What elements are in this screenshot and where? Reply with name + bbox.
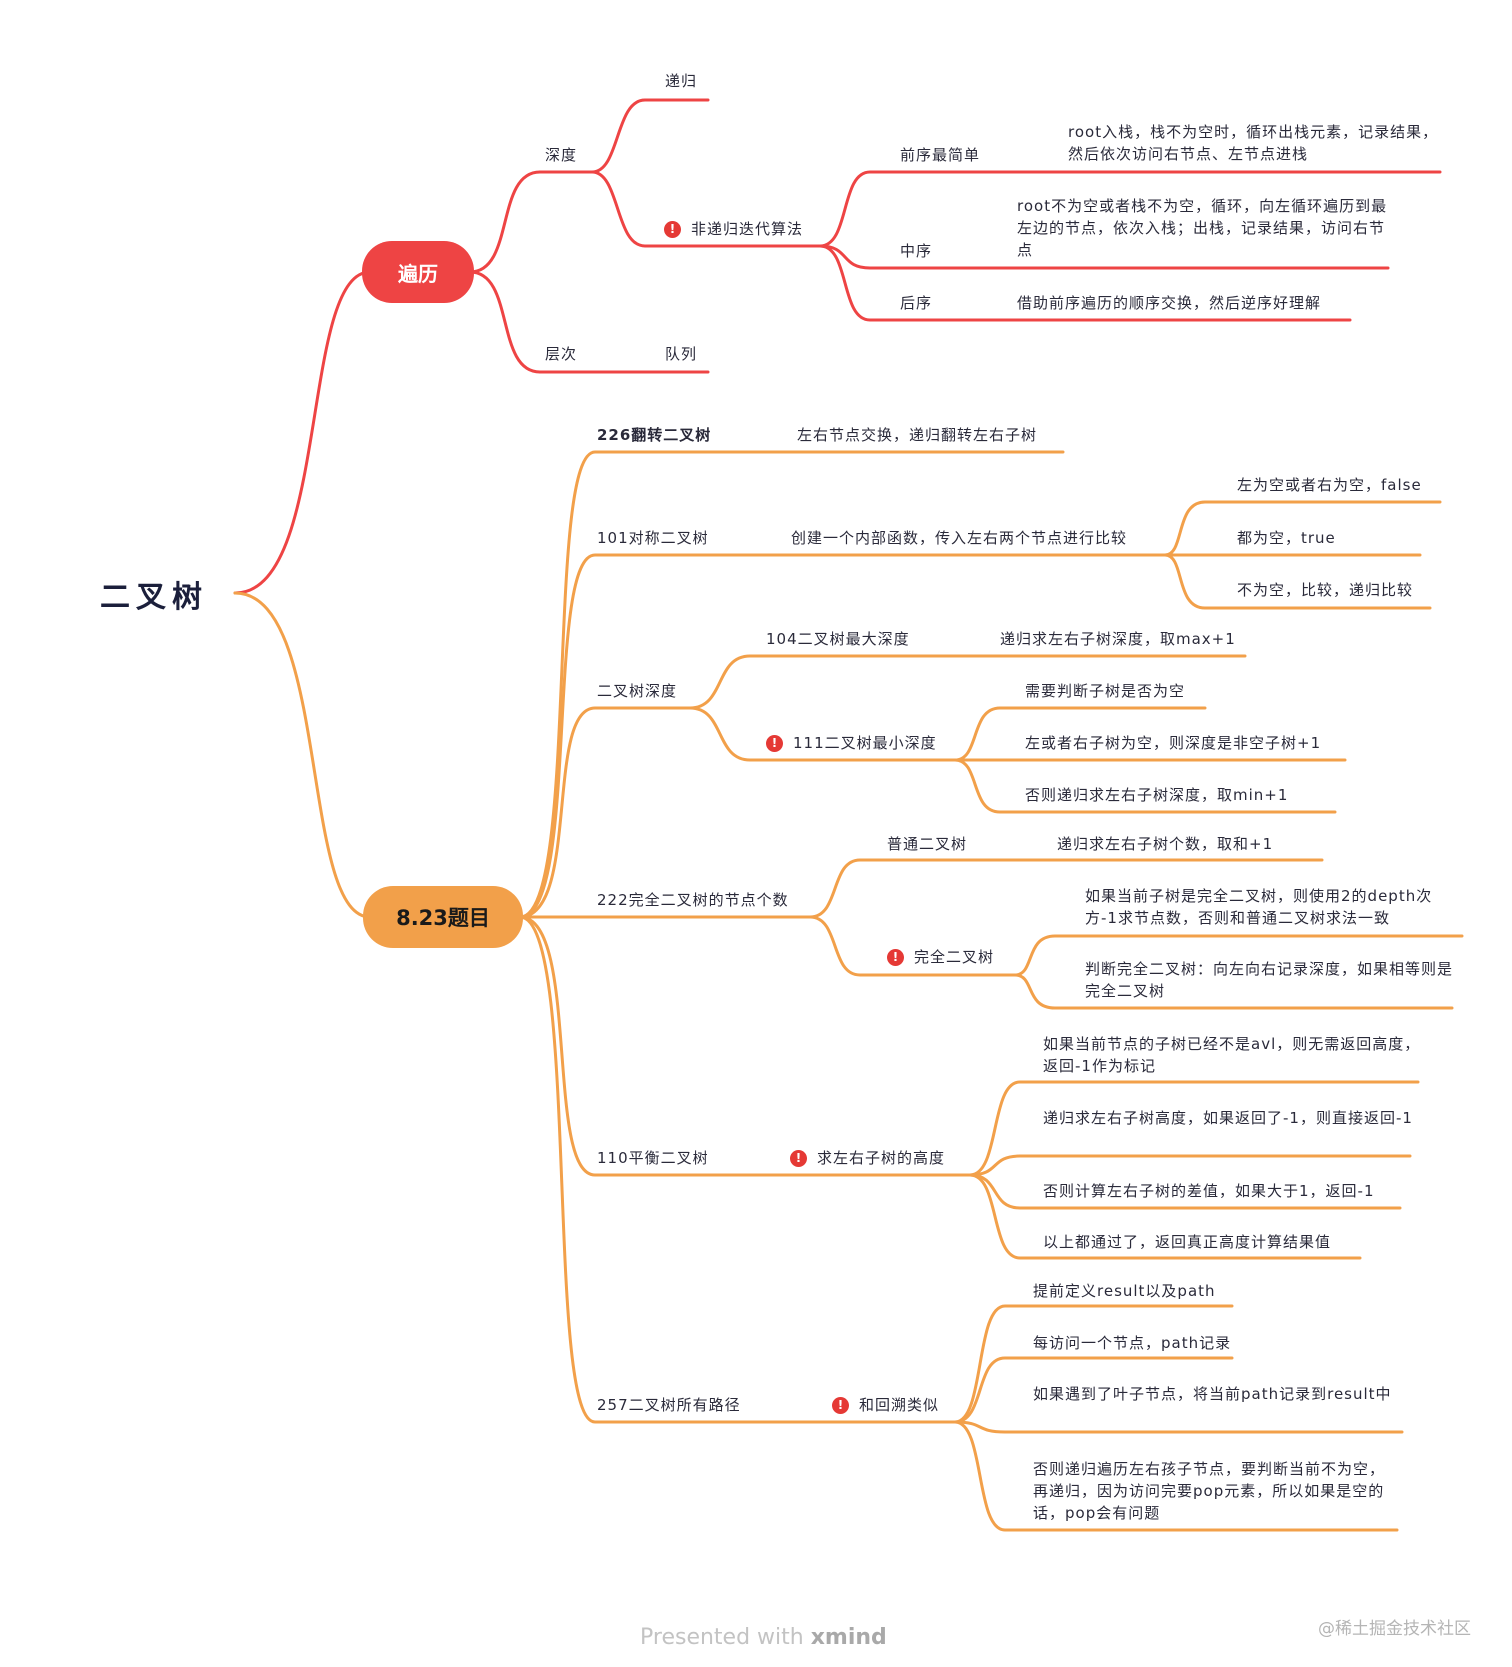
p257-label: 257二叉树所有路径: [597, 1396, 741, 1414]
warning-icon: !: [664, 221, 681, 238]
p101-desc: 创建一个内部函数，传入左右两个节点进行比较: [791, 529, 1128, 547]
p226-label: 226翻转二叉树: [597, 426, 712, 444]
warning-icon: !: [887, 949, 904, 966]
depth-label: 深度: [545, 146, 578, 164]
recursion-label: 递归: [665, 72, 698, 90]
p104-label: 104二叉树最大深度: [766, 630, 910, 648]
p104-desc: 递归求左右子树深度，取max+1: [1000, 630, 1236, 648]
p222-label: 222完全二叉树的节点个数: [597, 891, 789, 909]
problems-topic[interactable]: 8.23题目: [363, 886, 523, 948]
root-topic[interactable]: 二叉树: [100, 580, 208, 615]
p111-case-3: 否则递归求左右子树深度，取min+1: [1025, 786, 1289, 804]
postorder-label: 后序: [900, 294, 933, 312]
p101-case-2: 都为空，true: [1237, 529, 1336, 547]
postorder-desc: 借助前序遍历的顺序交换，然后逆序好理解: [1017, 294, 1322, 312]
p257-method-label: !和回溯类似: [832, 1394, 939, 1416]
p222-normal-label: 普通二叉树: [887, 835, 968, 853]
warning-icon: !: [832, 1397, 849, 1414]
p226-desc: 左右节点交换，递归翻转左右子树: [797, 426, 1038, 444]
p222-case-1: 如果当前子树是完全二叉树，则使用2的depth次方-1求节点数，否则和普通二叉树…: [1085, 887, 1433, 927]
p110-case-1: 如果当前节点的子树已经不是avl，则无需返回高度，返回-1作为标记: [1043, 1035, 1421, 1075]
p222-case-2: 判断完全二叉树：向左向右记录深度，如果相等则是完全二叉树: [1085, 960, 1454, 1000]
p111-case-2: 左或者右子树为空，则深度是非空子树+1: [1025, 734, 1322, 752]
p101-label: 101对称二叉树: [597, 529, 709, 547]
p110-label: 110平衡二叉树: [597, 1149, 709, 1167]
p257-case-1: 提前定义result以及path: [1033, 1282, 1216, 1300]
warning-icon: !: [766, 735, 783, 752]
queue-label: 队列: [665, 345, 698, 363]
p257-case-2: 每访问一个节点，path记录: [1033, 1334, 1232, 1352]
preorder-desc: root入栈，栈不为空时，循环出栈元素，记录结果，然后依次访问右节点、左节点进栈: [1068, 123, 1439, 163]
p222-complete-label: !完全二叉树: [887, 946, 994, 968]
p101-case-1: 左为空或者右为空，false: [1237, 476, 1422, 494]
inorder-label: 中序: [900, 242, 933, 260]
inorder-desc: root不为空或者栈不为空，循环，向左循环遍历到最左边的节点，依次入栈；出栈，记…: [1017, 197, 1388, 259]
p110-method-label: !求左右子树的高度: [790, 1147, 945, 1169]
iterative-label: !非递归迭代算法: [664, 218, 803, 240]
p110-case-3: 否则计算左右子树的差值，如果大于1，返回-1: [1043, 1182, 1375, 1200]
p111-case-1: 需要判断子树是否为空: [1025, 682, 1186, 700]
p110-case-4: 以上都通过了，返回真正高度计算结果值: [1043, 1233, 1332, 1251]
p222-normal-desc: 递归求左右子树个数，取和+1: [1057, 835, 1274, 853]
p257-case-4: 否则递归遍历左右孩子节点，要判断当前不为空，再递归，因为访问完要pop元素，所以…: [1033, 1460, 1386, 1522]
p101-case-3: 不为空，比较，递归比较: [1237, 581, 1414, 599]
warning-icon: !: [790, 1150, 807, 1167]
p111-label: !111二叉树最小深度: [766, 732, 937, 754]
p110-case-2: 递归求左右子树高度，如果返回了-1，则直接返回-1: [1043, 1109, 1413, 1127]
preorder-label: 前序最简单: [900, 146, 981, 164]
level-label: 层次: [545, 345, 578, 363]
presented-with-footer: Presented with xmind: [640, 1625, 887, 1650]
watermark: @稀土掘金技术社区: [1318, 1619, 1471, 1639]
depth-group-label: 二叉树深度: [597, 682, 678, 700]
xmind-logo: xmind: [810, 1625, 887, 1650]
p257-case-3: 如果遇到了叶子节点，将当前path记录到result中: [1033, 1385, 1392, 1403]
traversal-topic[interactable]: 遍历: [362, 241, 474, 303]
